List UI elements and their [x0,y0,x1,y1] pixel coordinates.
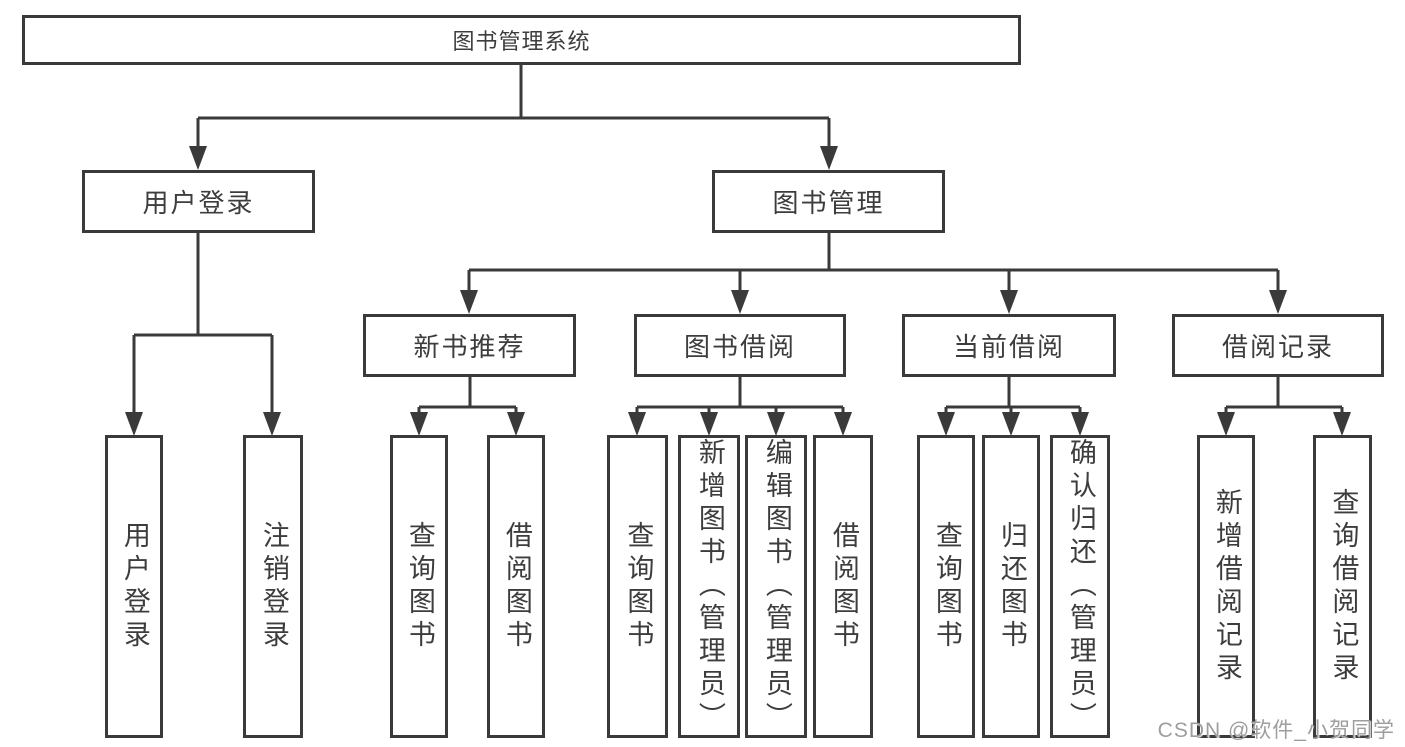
leaf-query-borrow-record: 查询借阅记录 [1313,435,1372,738]
node-label: 借阅图书 [828,520,859,653]
node-label: 用户登录 [119,520,150,653]
connector-user-login [132,233,274,415]
leaf-borrow-books-borrowing: 借阅图书 [813,435,873,738]
node-label: 新增借阅记录 [1211,487,1242,686]
leaf-query-books-current: 查询图书 [917,435,975,738]
node-label: 确认归还（管理员） [1065,438,1096,735]
node-label: 图书借阅 [683,332,796,362]
leaf-return-books: 归还图书 [982,435,1040,738]
connector-new-book-recommendation [417,377,518,415]
node-label: 查询图书 [623,520,654,653]
node-label: 图书管理系统 [452,29,591,54]
leaf-query-books-recommend: 查询图书 [390,435,448,738]
node-book-management: 图书管理 [712,170,945,233]
connector-current-borrowing [944,377,1082,415]
connector-book-management [467,233,1280,292]
node-label: 查询图书 [404,520,435,653]
node-user-login: 用户登录 [82,170,315,233]
node-label: 查询图书 [931,520,962,653]
leaf-borrow-books-recommend: 借阅图书 [487,435,545,738]
node-library-management-system: 图书管理系统 [22,15,1021,65]
node-label: 借阅图书 [501,520,532,653]
leaf-edit-books-admin: 编辑图书（管理员） [745,435,807,738]
leaf-add-borrow-record: 新增借阅记录 [1197,435,1255,738]
node-label: 借阅记录 [1221,332,1334,362]
node-book-borrowing: 图书借阅 [634,314,846,377]
leaf-confirm-return-admin: 确认归还（管理员） [1050,435,1110,738]
leaf-query-books-borrowing: 查询图书 [607,435,668,738]
node-borrowing-records: 借阅记录 [1172,314,1384,377]
connector-borrowing-records [1224,377,1344,415]
node-label: 图书管理 [772,188,885,218]
connector-book-borrowing [635,377,845,415]
leaf-user-login: 用户登录 [105,435,163,738]
leaf-logout-login: 注销登录 [243,435,303,738]
node-new-book-recommendation: 新书推荐 [363,314,576,377]
node-label: 用户登录 [142,188,255,218]
node-label: 新增图书（管理员） [694,438,725,735]
connector-root [196,65,831,148]
arrowheads [125,146,1351,436]
node-current-borrowing: 当前借阅 [902,314,1116,377]
leaf-add-books-admin: 新增图书（管理员） [678,435,740,738]
node-label: 查询借阅记录 [1328,487,1359,686]
node-label: 编辑图书（管理员） [761,438,792,735]
node-label: 注销登录 [258,520,289,653]
node-label: 新书推荐 [413,332,526,362]
node-label: 归还图书 [996,520,1027,653]
node-label: 当前借阅 [952,332,1065,362]
